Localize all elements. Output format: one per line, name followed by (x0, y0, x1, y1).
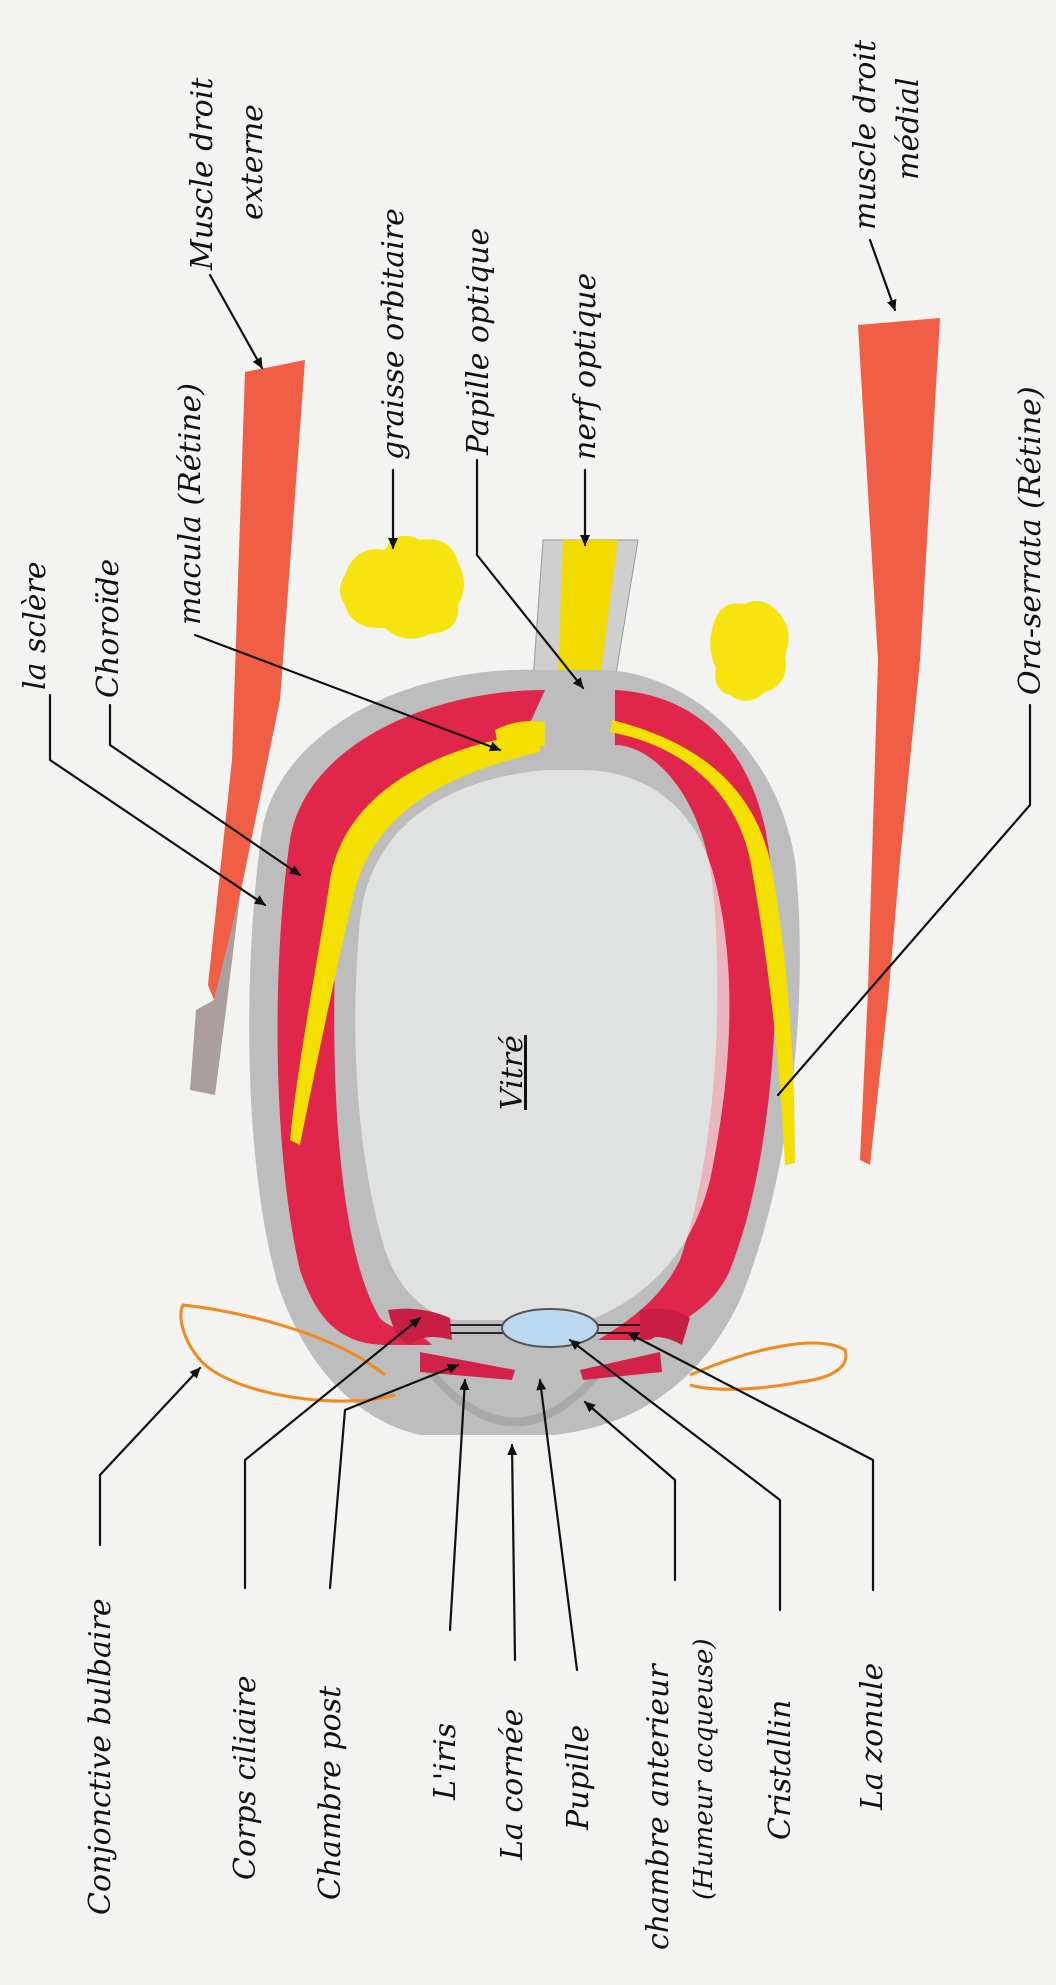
lens (502, 1309, 598, 1347)
label-ora-serrata: Ora-serrata (Rétine) (1013, 386, 1048, 695)
label-aqueous-humor: (Humeur acqueuse) (689, 1639, 719, 1901)
leader-lateral-rectus (210, 275, 262, 368)
medial-rectus-muscle (858, 318, 940, 1165)
label-optic-disc: Papille optique (461, 228, 496, 456)
label-cornea: La cornée (495, 1709, 530, 1861)
label-medial-rectus-line1: muscle droit (848, 39, 883, 230)
label-macula: macula (Rétine) (173, 383, 208, 625)
bulbar-conjunctiva-right (690, 1343, 846, 1389)
label-anterior-chamber: chambre anterieur (641, 1663, 676, 1950)
label-bulbar-conjunctiva: Conjonctive bulbaire (83, 1598, 118, 1915)
label-ciliary-body: Corps ciliaire (228, 1675, 263, 1880)
label-sclera: la sclère (18, 561, 53, 690)
orbital-fat-left (340, 536, 464, 639)
orbital-fat-right (710, 601, 788, 701)
label-lateral-rectus-line1: Muscle droit (185, 77, 220, 271)
label-vitreous: Vitré (495, 1035, 530, 1110)
label-zonule: La zonule (855, 1663, 890, 1811)
label-medial-rectus-line2: médial (891, 78, 926, 180)
label-lens: Cristallin (763, 1700, 798, 1840)
leader-cornea (512, 1445, 515, 1660)
vitreous-body (355, 770, 729, 1320)
label-posterior-chamber: Chambre post (313, 1685, 348, 1900)
label-iris: L'iris (428, 1723, 463, 1801)
label-lateral-rectus-line2: externe (235, 104, 270, 220)
label-pupil: Pupille (561, 1725, 596, 1831)
leader-anterior-chamber (585, 1402, 675, 1580)
leader-conjunctiva (100, 1368, 200, 1545)
label-orbital-fat: graisse orbitaire (376, 208, 411, 460)
leader-medial-rectus (870, 240, 895, 310)
label-choroid: Choroïde (91, 559, 126, 698)
label-optic-nerve: nerf optique (568, 273, 603, 460)
